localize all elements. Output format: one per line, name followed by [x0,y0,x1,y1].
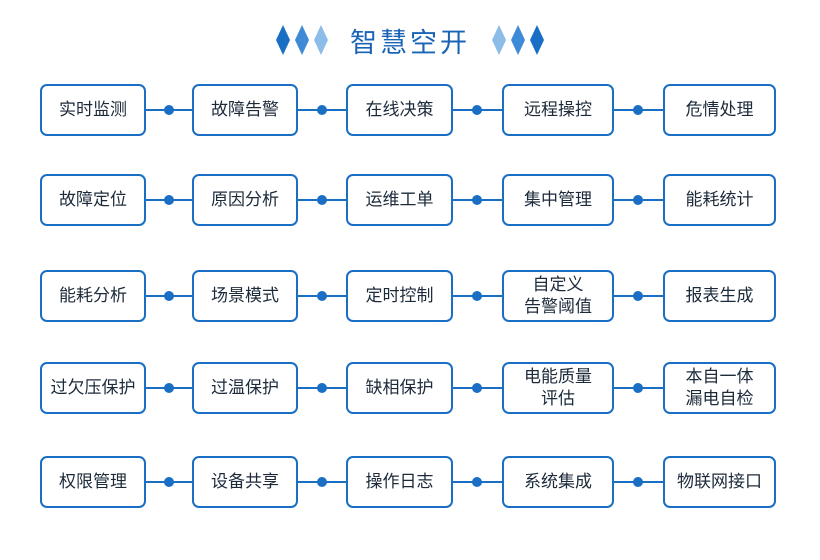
connector-dot [317,383,327,393]
diamond-icon [492,25,506,55]
right-diamond-group [492,25,544,55]
diamond-icon [295,25,309,55]
connector-dot [472,195,482,205]
feature-node: 权限管理 [40,456,146,508]
connector-dot [164,105,174,115]
feature-node: 自定义 告警阈值 [502,270,614,322]
diamond-icon [511,25,525,55]
title-bar: 智慧空开 [0,18,820,62]
connector-dot [633,477,643,487]
feature-node: 缺相保护 [346,362,453,414]
diamond-icon [530,25,544,55]
feature-node: 系统集成 [502,456,614,508]
page-title: 智慧空开 [350,27,470,59]
feature-row: 故障定位 原因分析 运维工单 集中管理 能耗统计 [0,174,820,226]
feature-row: 权限管理 设备共享 操作日志 系统集成 物联网接口 [0,456,820,508]
connector-dot [472,105,482,115]
connector-dot [317,195,327,205]
feature-row: 能耗分析 场景模式 定时控制 自定义 告警阈值 报表生成 [0,270,820,322]
connector-dot [164,477,174,487]
connector-dot [164,291,174,301]
feature-node: 设备共享 [192,456,298,508]
connector-dot [472,291,482,301]
feature-row: 过欠压保护 过温保护 缺相保护 电能质量 评估 本自一体 漏电自检 [0,362,820,414]
feature-node: 故障告警 [192,84,298,136]
feature-node: 定时控制 [346,270,453,322]
connector-dot [317,105,327,115]
feature-node: 操作日志 [346,456,453,508]
feature-node: 集中管理 [502,174,614,226]
feature-node: 报表生成 [663,270,776,322]
feature-node: 原因分析 [192,174,298,226]
connector-dot [633,291,643,301]
connector-dot [472,477,482,487]
diamond-icon [276,25,290,55]
connector-dot [633,105,643,115]
connector-dot [164,195,174,205]
connector-dot [317,291,327,301]
feature-node: 实时监测 [40,84,146,136]
feature-node: 物联网接口 [663,456,776,508]
connector-dot [633,195,643,205]
feature-node: 能耗分析 [40,270,146,322]
connector-dot [164,383,174,393]
feature-node: 危情处理 [663,84,776,136]
connector-dot [317,477,327,487]
feature-node: 故障定位 [40,174,146,226]
connector-dot [633,383,643,393]
feature-node: 过温保护 [192,362,298,414]
feature-node: 能耗统计 [663,174,776,226]
feature-node: 在线决策 [346,84,453,136]
feature-node: 场景模式 [192,270,298,322]
feature-node: 电能质量 评估 [502,362,614,414]
feature-node: 运维工单 [346,174,453,226]
feature-row: 实时监测 故障告警 在线决策 远程操控 危情处理 [0,84,820,136]
feature-node: 本自一体 漏电自检 [663,362,776,414]
feature-node: 远程操控 [502,84,614,136]
left-diamond-group [276,25,328,55]
feature-node: 过欠压保护 [40,362,146,414]
diamond-icon [314,25,328,55]
connector-dot [472,383,482,393]
